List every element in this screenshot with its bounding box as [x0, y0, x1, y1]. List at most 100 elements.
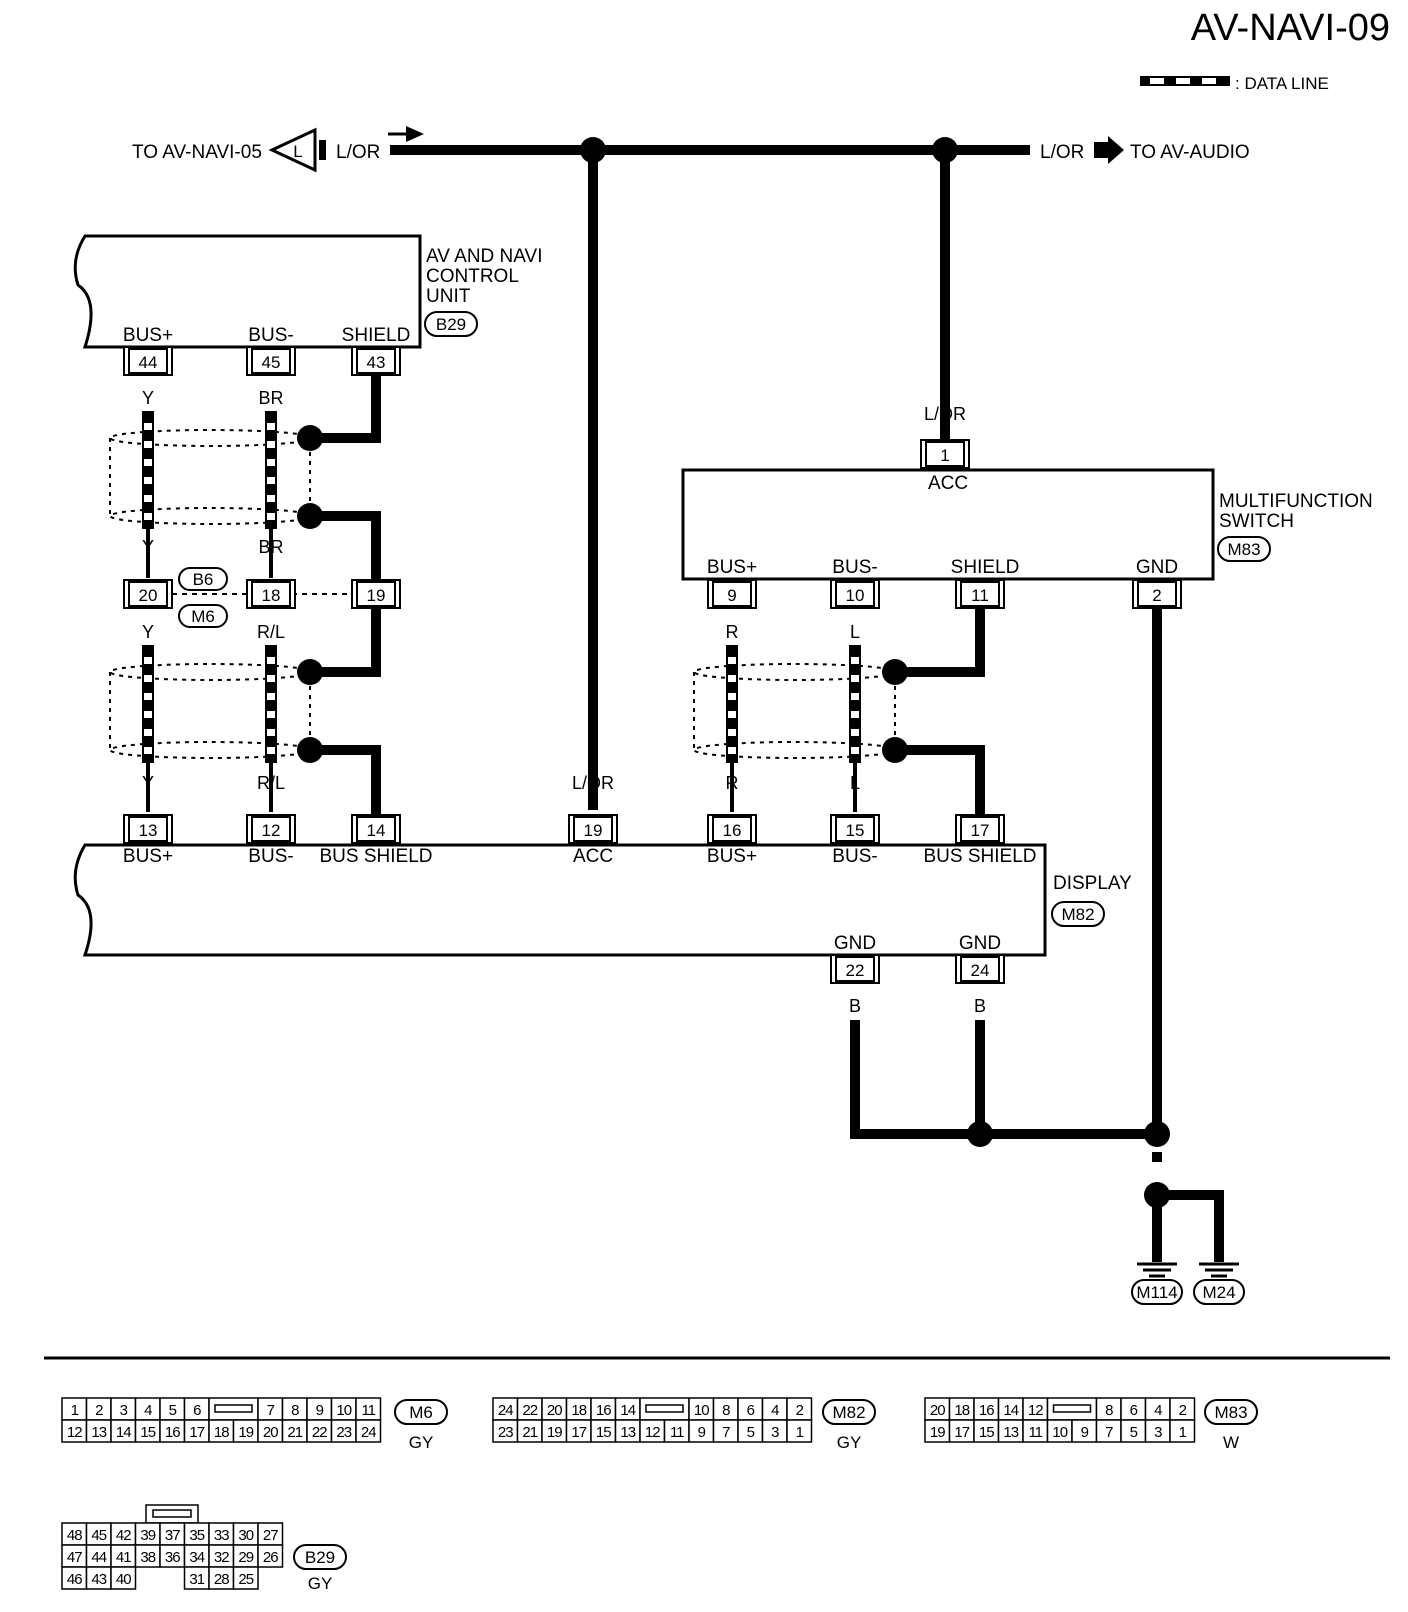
gnd-wire-m24: [1157, 1190, 1224, 1262]
shield-drain-point: [882, 659, 908, 685]
face-pin-number: 47: [67, 1549, 82, 1566]
face-pin-number: 33: [214, 1527, 229, 1544]
face-pin-number: 20: [547, 1402, 562, 1419]
left-connector-arrow-icon: [268, 127, 317, 173]
joint-pin-18: 18: [246, 579, 296, 609]
pin-number: 16: [723, 821, 742, 840]
display-pin-24: 24: [955, 954, 1005, 984]
display-connector-badge: [1051, 901, 1105, 927]
av-navi-name-1: AV AND NAVI: [426, 246, 543, 267]
face-pin-number: 12: [645, 1424, 660, 1441]
left-wire-color: L/OR: [336, 142, 380, 163]
face-pin-number: 20: [930, 1402, 945, 1419]
face-pin-number: 4: [1154, 1402, 1162, 1419]
wire-color-y: Y: [142, 622, 154, 642]
display-pin-16: 16: [707, 814, 757, 844]
mfs-pin-label-bus-plus: BUS+: [707, 557, 757, 578]
ground-symbol-icon: [1199, 1262, 1239, 1278]
pin-number: 17: [971, 821, 990, 840]
mfs-pin-2: 2: [1132, 579, 1182, 609]
wire-color-r: R: [726, 773, 739, 793]
wire-color-r: R: [726, 622, 739, 642]
face-pin-number: 37: [165, 1527, 180, 1544]
display-pin-label-gnd: GND: [834, 933, 876, 954]
display-pin-label: BUS+: [123, 846, 173, 867]
svg-text:B29: B29: [305, 1548, 335, 1567]
left-connector-marker: L: [293, 142, 302, 161]
face-connector-color: W: [1223, 1433, 1239, 1452]
wire-color-l-or: L/OR: [924, 404, 966, 424]
face-pin-number: 20: [263, 1424, 278, 1441]
svg-text:M82: M82: [832, 1403, 865, 1422]
wire-color-y: Y: [142, 537, 154, 557]
display-pin-22: 22: [830, 954, 880, 984]
face-pin-number: 39: [140, 1527, 155, 1544]
face-pin-number: 23: [336, 1424, 351, 1441]
face-pin-number: 32: [214, 1549, 229, 1566]
display-pin-15: 15: [830, 814, 880, 844]
wire-color-l: L: [850, 622, 860, 642]
svg-text:M6: M6: [191, 607, 215, 626]
to-av-audio-label: TO AV-AUDIO: [1130, 142, 1250, 163]
face-pin-number: 16: [165, 1424, 180, 1441]
face-pin-number: 10: [694, 1402, 709, 1419]
data-line-legend: : DATA LINE: [1140, 74, 1329, 93]
display-pin-label: BUS-: [248, 846, 293, 867]
wire-color-br: BR: [258, 537, 283, 557]
face-pin-number: 29: [238, 1549, 253, 1566]
face-connector-color: GY: [308, 1574, 333, 1593]
svg-text:M6: M6: [409, 1403, 433, 1422]
lower-shield-twist: [109, 663, 312, 759]
av-navi-pin-44: 44: [123, 346, 173, 376]
face-pin-number: 18: [214, 1424, 229, 1441]
face-pin-number: 22: [522, 1402, 537, 1419]
svg-text:M114: M114: [1136, 1283, 1177, 1302]
mfs-pin-label-bus-minus: BUS-: [832, 557, 877, 578]
wire-color-y: Y: [142, 773, 154, 793]
face-pin-number: 11: [1028, 1424, 1042, 1441]
joint-pin-19: 19: [351, 579, 401, 609]
mfs-pin-11: 11: [955, 579, 1005, 609]
face-pin-number: 6: [1130, 1402, 1138, 1419]
face-pin-number: 34: [189, 1549, 204, 1566]
ground-point-id: M114: [1131, 1279, 1183, 1305]
face-pin-number: 14: [1003, 1402, 1018, 1419]
face-pin-number: 4: [144, 1402, 152, 1419]
face-connector-color: GY: [837, 1433, 862, 1452]
face-pin-number: 15: [140, 1424, 155, 1441]
face-pin-number: 1: [71, 1402, 79, 1419]
shield-wire-upper-1: [310, 375, 381, 443]
av-navi-unit-box: [73, 234, 422, 349]
face-pin-number: 8: [1105, 1402, 1113, 1419]
pin-number: 13: [139, 821, 158, 840]
face-pin-number: 8: [291, 1402, 299, 1419]
face-pin-number: 42: [116, 1527, 131, 1544]
face-pin-number: 7: [1105, 1424, 1113, 1441]
upper-shield-twist: [109, 429, 312, 525]
page-code: AV-NAVI-09: [1191, 7, 1390, 49]
face-pin-number: 31: [189, 1571, 204, 1588]
pin-number: 10: [846, 586, 865, 605]
to-av-navi-05-label: TO AV-NAVI-05: [132, 142, 262, 163]
svg-text:B6: B6: [193, 570, 214, 589]
pin-number: 1: [940, 446, 949, 465]
display-connector-id: M82: [1061, 905, 1094, 924]
face-pin-number: 48: [67, 1527, 82, 1544]
face-pin-number: 3: [1154, 1424, 1162, 1441]
face-pin-number: 2: [1179, 1402, 1187, 1419]
pin-number: 43: [367, 353, 386, 372]
face-pin-number: 19: [238, 1424, 253, 1441]
face-pin-number: 7: [722, 1424, 730, 1441]
face-connector-color: GY: [409, 1433, 434, 1452]
wire-color-r-l: R/L: [257, 622, 285, 642]
shield-wire-right-1: [895, 608, 985, 677]
ground-point-id: M24: [1193, 1279, 1245, 1305]
mfs-pin-1: 1: [920, 439, 970, 469]
face-pin-number: 3: [120, 1402, 128, 1419]
face-pin-number: 10: [1052, 1424, 1067, 1441]
face-pin-number: 13: [91, 1424, 106, 1441]
face-pin-number: 21: [287, 1424, 302, 1441]
ground-splice: [967, 1121, 993, 1147]
pin-number: 18: [262, 586, 281, 605]
